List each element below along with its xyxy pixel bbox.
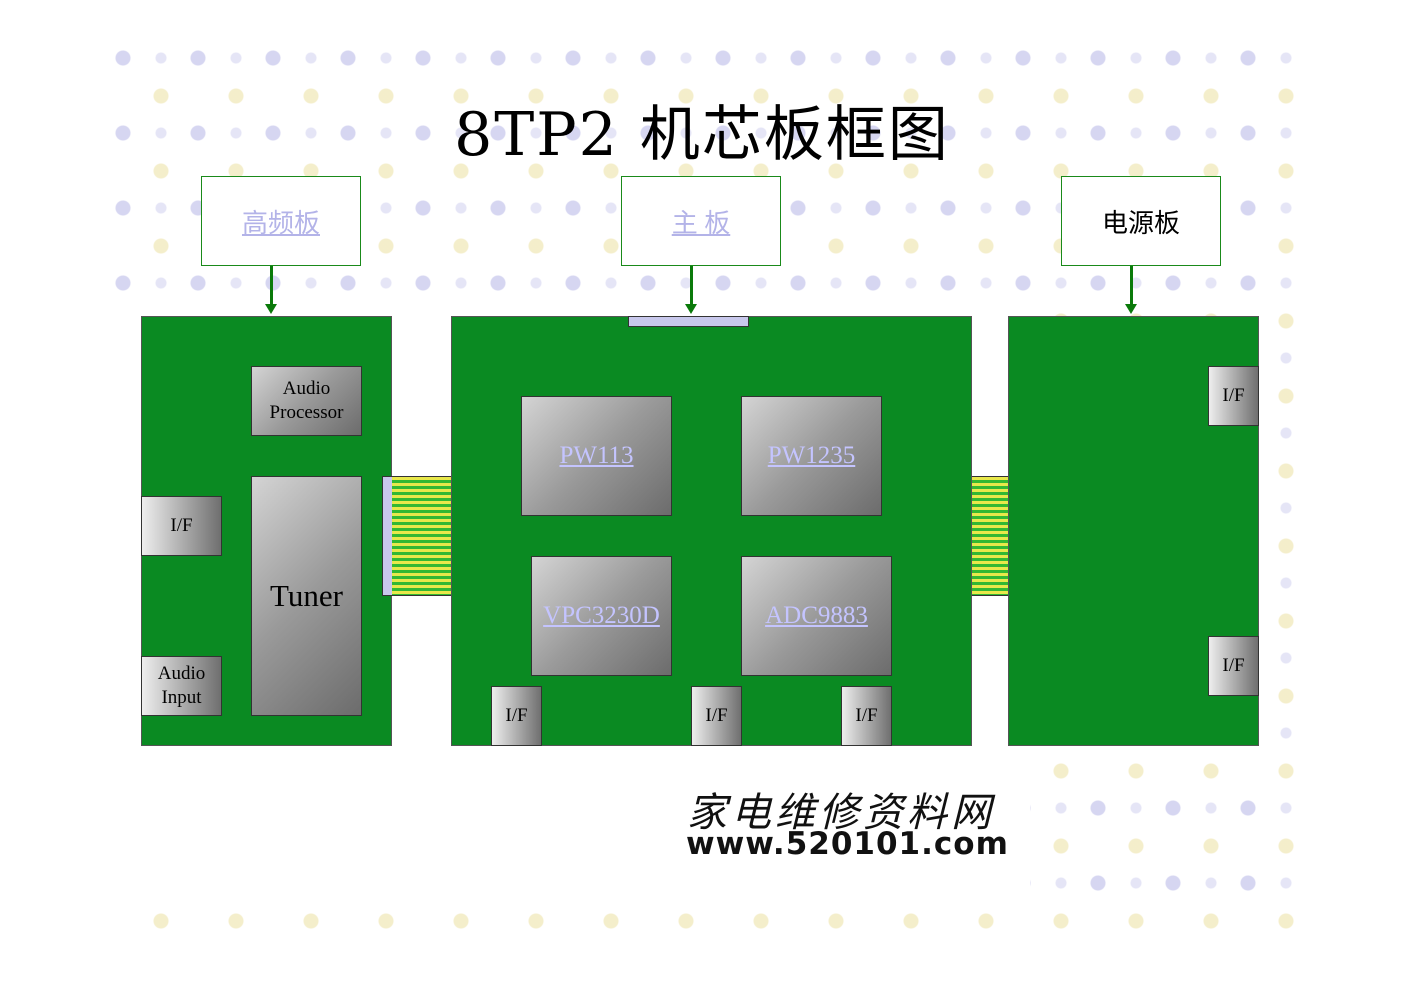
pw113-link[interactable]: PW113: [559, 442, 634, 469]
left-if-label: I/F: [170, 515, 193, 536]
main-if-port-3: I/F: [841, 686, 892, 746]
main-if-port-2: I/F: [691, 686, 742, 746]
audio-input-label: Audio Input: [157, 663, 206, 708]
main-if-label-3: I/F: [855, 705, 878, 726]
adc9883-chip[interactable]: ADC9883: [741, 556, 892, 676]
left-ribbon-connector: [382, 476, 462, 596]
audio-input-port: Audio Input: [141, 656, 222, 716]
left-if-port: I/F: [141, 496, 222, 556]
tuner-chip: Tuner: [251, 476, 362, 716]
vpc3230d-link[interactable]: VPC3230D: [543, 602, 660, 629]
adc9883-link[interactable]: ADC9883: [765, 602, 868, 629]
power-board-label: 电源板: [1101, 208, 1180, 239]
pw1235-chip[interactable]: PW1235: [741, 396, 882, 516]
power-if-port-1: I/F: [1208, 366, 1259, 426]
rf-board-label-box[interactable]: 高频板: [201, 176, 361, 266]
arrow-rf-to-board: [265, 266, 277, 314]
power-board-label-box: 电源板: [1061, 176, 1221, 266]
main-if-port-1: I/F: [491, 686, 542, 746]
arrow-main-to-board: [685, 266, 697, 314]
main-board-top-slot: [628, 316, 749, 327]
arrow-power-to-board: [1125, 266, 1137, 314]
power-if-label-2: I/F: [1222, 655, 1245, 676]
main-board-link[interactable]: 主 板: [671, 208, 731, 238]
power-if-label-1: I/F: [1222, 385, 1245, 406]
rf-board-link[interactable]: 高频板: [241, 208, 320, 238]
page-title: 8TP2 机芯板框图: [454, 100, 950, 170]
background-clear-area: [660, 760, 1020, 870]
main-board-label-box[interactable]: 主 板: [621, 176, 781, 266]
watermark-site-name: 家电维修资料网: [687, 790, 995, 836]
main-if-label-1: I/F: [505, 705, 528, 726]
main-if-label-2: I/F: [705, 705, 728, 726]
pw1235-link[interactable]: PW1235: [767, 442, 856, 469]
tuner-label: Tuner: [270, 578, 343, 613]
pw113-chip[interactable]: PW113: [521, 396, 672, 516]
power-if-port-2: I/F: [1208, 636, 1259, 696]
audio-processor-chip: Audio Processor: [251, 366, 362, 436]
main-board: [451, 316, 972, 746]
audio-processor-label: Audio Processor: [269, 378, 344, 423]
vpc3230d-chip[interactable]: VPC3230D: [531, 556, 672, 676]
watermark-url: www.520101.com: [686, 826, 1009, 862]
